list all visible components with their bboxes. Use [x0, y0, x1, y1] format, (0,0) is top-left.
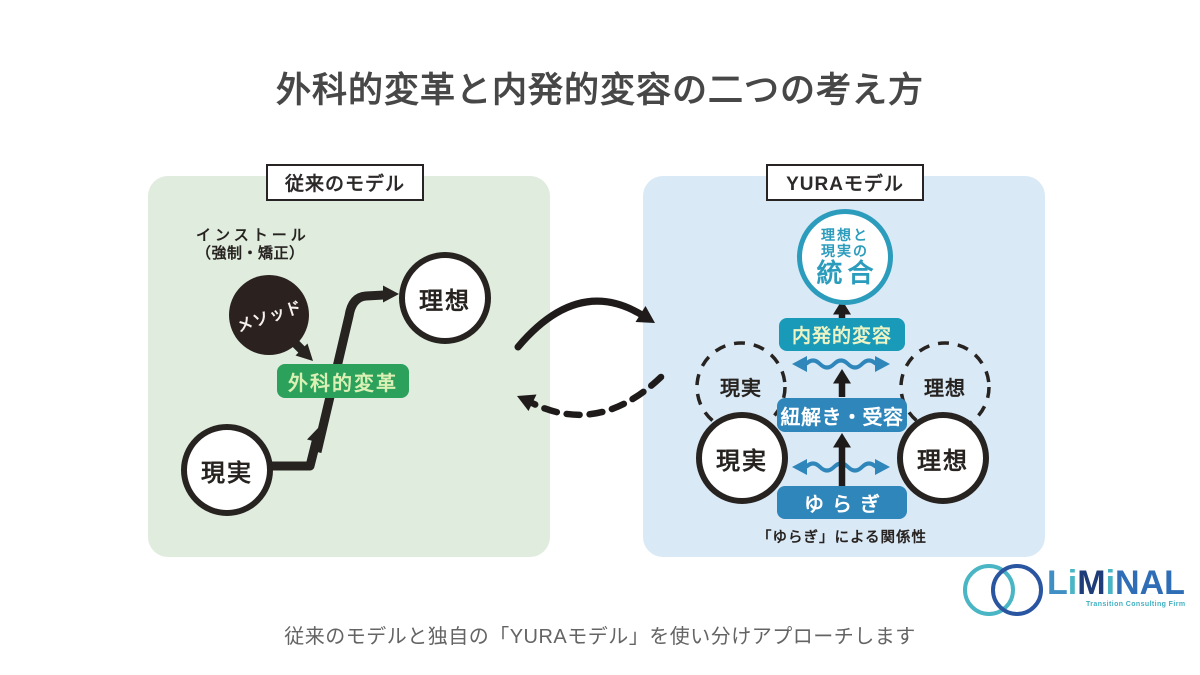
integration-circle: 理想と 現実の 統合 [797, 209, 893, 305]
logo-letter: L [1164, 564, 1185, 602]
relationship-caption: 「ゆらぎ」による関係性 [756, 530, 928, 546]
logo-letter: M [1077, 564, 1106, 602]
integration-line2: 現実の [821, 243, 869, 259]
reality-circle-right-label: 現実 [716, 447, 768, 475]
integration-line3: 統合 [816, 258, 879, 288]
liminal-logo: LiMiNAL Transition Consulting Firm [961, 562, 1193, 616]
reality-circle-left: 現実 [181, 424, 273, 516]
install-note: インストール （強制・矯正） [196, 227, 356, 263]
yura-model-header-label: YURAモデル [786, 174, 904, 195]
logo-circle-blue-icon [991, 564, 1043, 616]
ideal-circle-left-label: 理想 [419, 287, 471, 315]
inner-transform-label: 内発的変容 [791, 326, 892, 347]
reality-circle-left-label: 現実 [201, 459, 253, 487]
ideal-circle-right: 理想 [897, 412, 989, 504]
page-title: 外科的変革と内発的変容の二つの考え方 [275, 71, 924, 110]
wavy-relation-arrow-upper [792, 356, 890, 372]
method-circle: メソッド [229, 275, 309, 355]
surgical-transform-label: 外科的変革 [288, 372, 398, 395]
inner-transform-tag: 内発的変容 [779, 318, 905, 351]
arrow-unravel-up [833, 369, 851, 397]
unravel-accept-label: 紐解き・受容 [780, 406, 904, 429]
logo-letter: i [1067, 564, 1078, 602]
install-note-line1: インストール [196, 227, 310, 244]
conventional-model-header: 従来のモデル [266, 164, 424, 201]
unravel-accept-tag: 紐解き・受容 [777, 398, 907, 432]
logo-tagline: Transition Consulting Firm [1086, 601, 1186, 608]
cycle-arrow-dashed [517, 373, 665, 419]
ideal-circle-right-label: 理想 [917, 447, 969, 475]
arrow-to-integration [833, 300, 851, 319]
dashed-reality-label: 現実 [720, 378, 762, 400]
reality-circle-right: 現実 [696, 412, 788, 504]
arrow-yuragi-up [833, 433, 851, 486]
conventional-model-header-label: 従来のモデル [284, 174, 405, 195]
logo-letter: A [1139, 564, 1165, 602]
method-circle-label: メソッド [234, 298, 305, 336]
ideal-circle-left: 理想 [399, 252, 491, 344]
integration-line1: 理想と [821, 227, 869, 243]
yura-model-header: YURAモデル [766, 164, 924, 201]
footer-caption: 従来のモデルと独自の「YURAモデル」を使い分けアプローチします [284, 626, 916, 648]
logo-letter: i [1105, 564, 1116, 602]
install-note-line2: （強制・矯正） [196, 245, 305, 262]
dashed-ideal-label: 理想 [924, 378, 966, 400]
surgical-transform-tag: 外科的変革 [277, 364, 409, 398]
yuragi-label: ゆらぎ [804, 494, 888, 516]
logo-wordmark: LiMiNAL [1047, 564, 1185, 603]
surgical-change-arrow [312, 285, 399, 454]
yuragi-tag: ゆらぎ [777, 486, 907, 519]
logo-letter: N [1115, 564, 1140, 602]
logo-letter: L [1047, 564, 1068, 602]
cycle-arrow-solid [514, 297, 655, 351]
